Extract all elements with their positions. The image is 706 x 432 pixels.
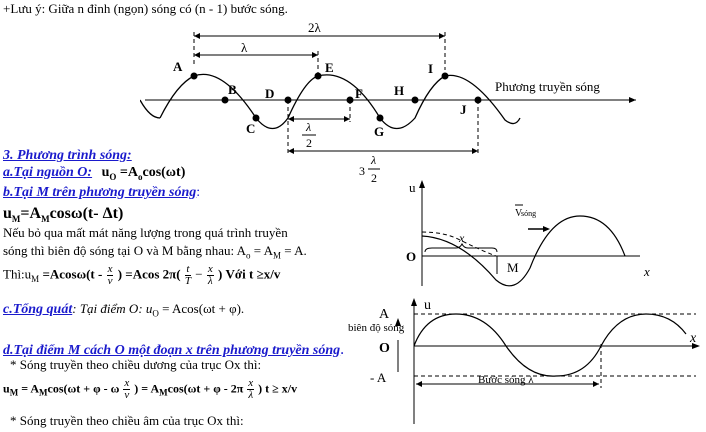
- pos-dir-text: * Sóng truyền theo chiều dương của trục …: [10, 357, 262, 372]
- label-D: D: [265, 86, 274, 101]
- wavelength-label: Bước sóng λ: [478, 374, 534, 386]
- x-label-bottom: x: [689, 331, 697, 346]
- x-segment-label: x: [458, 231, 465, 245]
- u-label-bottom: u: [424, 298, 431, 313]
- line-d: d.Tại điểm M cách O một đoạn x trên phươ…: [3, 341, 345, 358]
- half-lambda-num: λ: [305, 120, 311, 134]
- para-line1: Nếu bỏ qua mất mát năng lượng trong quá …: [3, 225, 288, 240]
- M-label: M: [507, 260, 519, 275]
- right-bottom-graph: u biên độ sóng A O - A x Bước sóng λ: [348, 298, 700, 424]
- minusA-label: - A: [370, 370, 387, 385]
- top-wave-diagram: 2λ λ Phương truyền sóng A B C D E F G H …: [140, 20, 636, 185]
- para-line2: sóng thì biên độ sóng tại O và M bằng nh…: [3, 243, 307, 261]
- line-a: a.Tại nguồn O: uO =Aocos(ωt): [3, 165, 186, 182]
- right-top-graph: u x O x M V sóng: [406, 180, 650, 287]
- line-b: b.Tại M trên phương truyền sóng:: [3, 185, 201, 200]
- v-sub: sóng: [521, 209, 536, 218]
- origin-label: O: [406, 249, 416, 264]
- A-label: A: [379, 307, 390, 322]
- v-label: V: [515, 208, 523, 219]
- u-label: u: [409, 180, 416, 195]
- O-label-bottom: O: [379, 341, 390, 356]
- label-E: E: [325, 60, 334, 75]
- label-A: A: [173, 59, 183, 74]
- two-lambda-label: 2λ: [308, 20, 322, 35]
- label-B: B: [228, 82, 237, 97]
- three-half-num: λ: [370, 153, 376, 167]
- amplitude-label: biên độ sóng: [348, 322, 405, 334]
- x-axis-label: x: [643, 264, 650, 279]
- line-c: c.Tổng quát: Tại điểm O: uO = Acos(ωt + …: [3, 301, 245, 319]
- section3-title: 3. Phương trình sóng:: [3, 148, 132, 163]
- wave-curve: [159, 73, 521, 130]
- lambda-label: λ: [241, 40, 248, 55]
- label-G: G: [374, 124, 384, 139]
- wave-curve-top: [421, 215, 626, 287]
- neg-dir-text: * Sóng truyền theo chiều âm của trục Ox …: [10, 413, 244, 428]
- label-C: C: [246, 121, 255, 136]
- half-lambda-den: 2: [306, 136, 312, 150]
- label-I: I: [428, 61, 433, 76]
- note-text: +Lưu ý: Giữa n đỉnh (ngọn) sóng có (n - …: [3, 1, 288, 16]
- label-F: F: [355, 86, 363, 101]
- uM-formula: uM=AMcosω(t- Δt): [3, 205, 124, 225]
- three-label: 3: [359, 164, 365, 178]
- label-J: J: [460, 102, 467, 117]
- label-H: H: [394, 83, 404, 98]
- three-half-den: 2: [371, 171, 377, 185]
- wave-curve-bottom: [413, 313, 687, 377]
- propagation-label: Phương truyền sóng: [495, 79, 600, 94]
